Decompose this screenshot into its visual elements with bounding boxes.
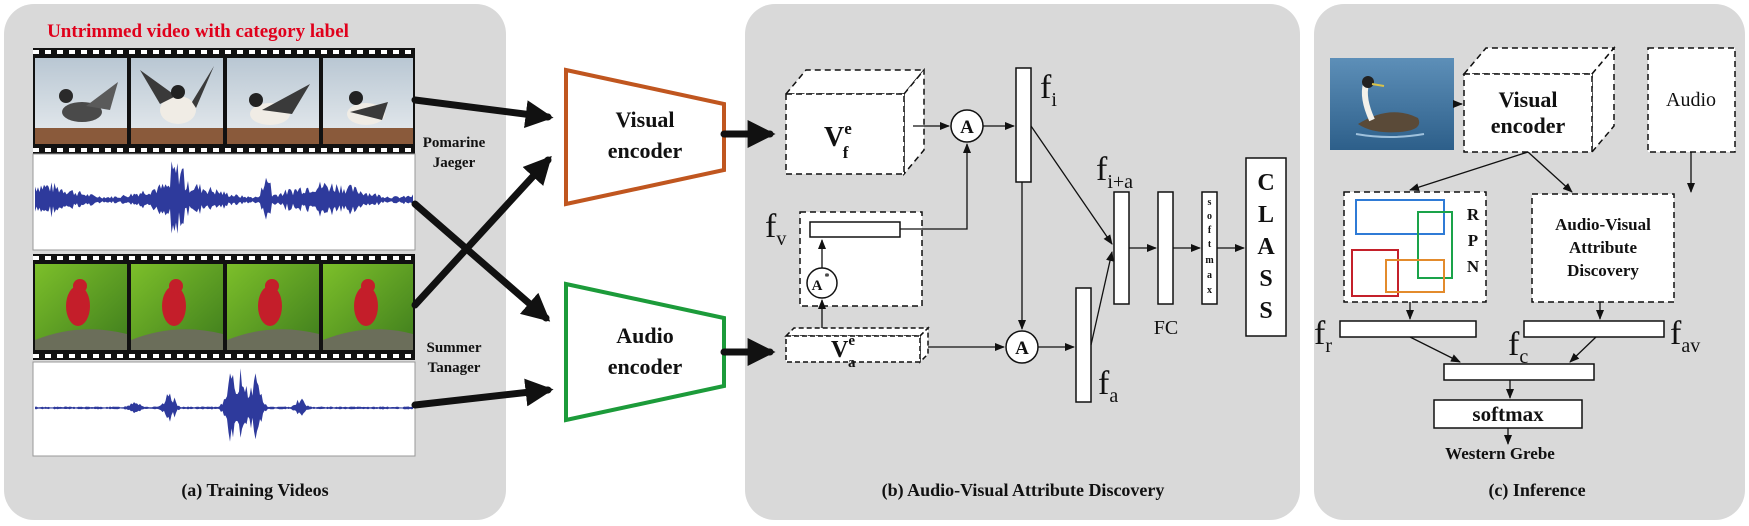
film-frame-5	[35, 264, 127, 350]
fc-layer-column	[1157, 191, 1174, 305]
visual-encoder-block: Visual encoder	[564, 67, 726, 207]
fv-label: fv	[765, 208, 786, 250]
panel-a-caption: (a) Training Videos	[181, 480, 328, 501]
svg-text:t: t	[1208, 239, 1212, 250]
fa-feature-column	[1075, 287, 1092, 403]
svg-text:s: s	[1208, 197, 1212, 208]
avad-label-2: Attribute	[1569, 238, 1637, 257]
visual-encoder-label-2: encoder	[608, 138, 683, 163]
svg-text:*: *	[825, 272, 830, 283]
svg-text:A: A	[812, 278, 823, 294]
audio-encoder-label-1: Audio	[616, 323, 673, 348]
svg-text:A: A	[960, 117, 974, 138]
panel-training-videos: Untrimmed video with category label	[4, 4, 506, 520]
softmax-vertical-label: s o f t m a x	[1205, 197, 1214, 296]
panel-c-caption: (c) Inference	[1488, 480, 1585, 501]
fv-attention-box: A *	[799, 211, 923, 307]
fav-feature-bar	[1523, 320, 1665, 338]
avad-label-3: Discovery	[1567, 261, 1639, 280]
inference-softmax-box	[1433, 399, 1583, 429]
fav-label: fav	[1670, 315, 1700, 357]
fia-feature-column	[1113, 191, 1130, 305]
training-flow-arrows	[411, 96, 776, 409]
region-box-blue	[1355, 199, 1445, 235]
svg-text:S: S	[1259, 266, 1272, 292]
fc-fused-label: fc	[1508, 326, 1528, 368]
fr-feature-bar	[1339, 320, 1477, 338]
panel-a-header: Untrimmed video with category label	[47, 21, 349, 42]
svg-text:f: f	[1208, 225, 1212, 236]
fv-feature-bar	[809, 221, 901, 238]
film-frame-1	[35, 58, 127, 144]
film-frame-4	[323, 58, 413, 144]
film-strip-tanager	[33, 254, 415, 360]
fa-label: fa	[1098, 365, 1118, 407]
inference-visual-encoder-label-2: encoder	[1491, 113, 1566, 138]
svg-text:m: m	[1205, 255, 1214, 266]
panel-inference: Visual encoder Audio R P N Audio-Visual …	[1314, 4, 1745, 520]
film-frame-8	[323, 264, 413, 350]
class-output-box	[1245, 157, 1287, 337]
inference-bird-image	[1330, 58, 1454, 150]
avad-label-1: Audio-Visual	[1555, 215, 1651, 234]
fc-label: FC	[1154, 317, 1178, 339]
inference-audio-label: Audio	[1666, 89, 1716, 111]
svg-text:N: N	[1467, 257, 1480, 276]
species-label-tanager-2: Tanager	[428, 360, 481, 376]
rpn-box: R P N	[1343, 191, 1487, 303]
region-box-orange	[1385, 259, 1445, 293]
audio-waveform-jaeger	[35, 161, 413, 234]
species-label-tanager-1: Summer	[427, 340, 482, 356]
svg-text:A: A	[1257, 234, 1275, 260]
panel-b-arrows	[818, 122, 1245, 351]
svg-text:P: P	[1468, 231, 1478, 250]
svg-text:A: A	[1015, 338, 1029, 359]
avad-box	[1531, 193, 1675, 303]
fc-fused-feature-bar	[1443, 363, 1595, 381]
film-frame-2	[131, 58, 223, 144]
prediction-result: Western Grebe	[1445, 444, 1555, 463]
svg-text:L: L	[1258, 202, 1274, 228]
fr-label: fr	[1314, 315, 1332, 357]
visual-encoder-label-1: Visual	[615, 107, 674, 132]
film-frame-3	[227, 58, 319, 144]
audio-waveform-tanager	[35, 368, 413, 442]
region-box-green	[1417, 211, 1453, 279]
svg-text:C: C	[1257, 170, 1274, 196]
fi-feature-column	[1015, 67, 1032, 183]
fia-label: fi+a	[1096, 151, 1133, 193]
audio-encoder-label-2: encoder	[608, 354, 683, 379]
svg-text:x: x	[1207, 285, 1212, 296]
inference-visual-encoder-label-1: Visual	[1498, 87, 1557, 112]
species-label-jaeger-2: Jaeger	[433, 155, 476, 171]
inference-visual-encoder-cube: Visual encoder	[1462, 45, 1616, 155]
species-label-jaeger-1: Pomarine	[423, 135, 486, 151]
class-vertical-label: C L A S S	[1257, 170, 1275, 324]
region-box-red	[1351, 249, 1399, 297]
film-frame-7	[227, 264, 319, 350]
film-strip-jaeger	[33, 48, 415, 154]
svg-text:a: a	[1207, 270, 1212, 281]
panel-b-caption: (b) Audio-Visual Attribute Discovery	[882, 480, 1165, 501]
fi-label: fi	[1040, 69, 1057, 111]
svg-text:o: o	[1207, 211, 1212, 222]
inference-softmax-label: softmax	[1472, 402, 1544, 426]
panel-c-arrows	[1406, 100, 1695, 445]
audio-encoder-block: Audio encoder	[564, 281, 726, 423]
inference-audio-box	[1647, 47, 1736, 153]
svg-text:S: S	[1259, 298, 1272, 324]
svg-text:R: R	[1467, 205, 1480, 224]
film-frame-6	[131, 264, 223, 350]
